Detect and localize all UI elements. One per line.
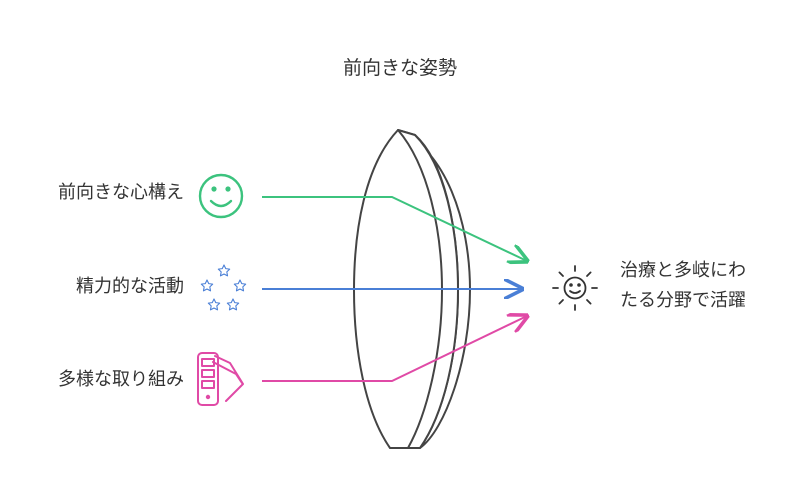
output-label-line2: たる分野で活躍 xyxy=(620,290,746,311)
diagram-title: 前向きな姿勢 xyxy=(342,57,457,79)
stars-icon xyxy=(200,264,247,311)
input-label-energetic-activity: 精力的な活動 xyxy=(76,276,184,297)
smiley-icon xyxy=(198,173,244,219)
input-label-positive-mindset: 前向きな心構え xyxy=(58,182,184,203)
swatches-icon xyxy=(197,352,244,406)
output-label-line1: 治療と多岐にわ xyxy=(620,260,746,281)
arrow-diverse-efforts xyxy=(262,316,527,382)
arrow-positive-mindset xyxy=(262,196,527,261)
sun-smiley-icon xyxy=(552,265,598,311)
input-label-diverse-efforts: 多様な取り組み xyxy=(58,369,184,390)
